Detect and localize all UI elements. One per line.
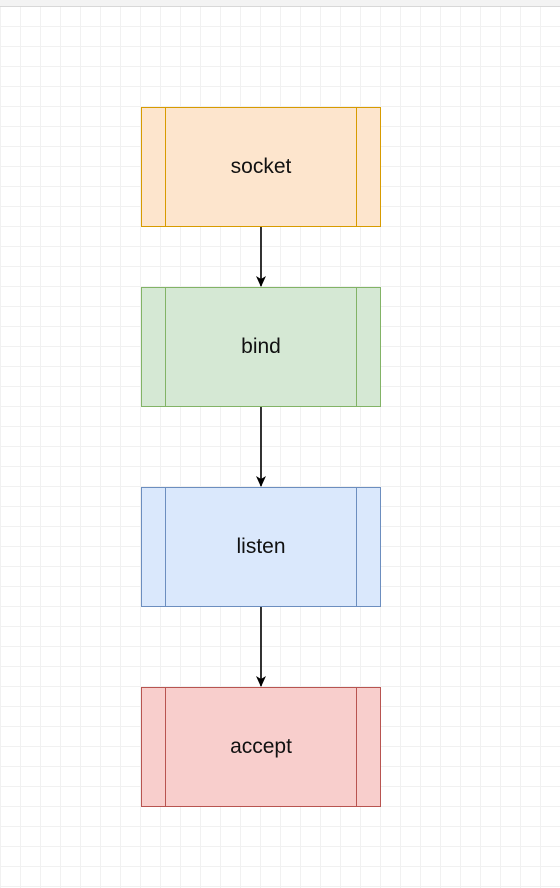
- process-bar-right: [356, 688, 357, 806]
- node-bind[interactable]: bind: [141, 287, 381, 407]
- process-bar-right: [356, 108, 357, 226]
- node-listen[interactable]: listen: [141, 487, 381, 607]
- process-bar-right: [356, 288, 357, 406]
- process-bar-left: [165, 108, 166, 226]
- node-label-accept: accept: [230, 735, 292, 758]
- node-label-bind: bind: [241, 335, 281, 358]
- process-bar-left: [165, 288, 166, 406]
- process-bar-left: [165, 688, 166, 806]
- process-bar-right: [356, 488, 357, 606]
- node-accept[interactable]: accept: [141, 687, 381, 807]
- node-label-listen: listen: [236, 535, 286, 558]
- canvas-top-border: [0, 0, 560, 7]
- node-label-socket: socket: [230, 155, 292, 178]
- process-bar-left: [165, 488, 166, 606]
- node-socket[interactable]: socket: [141, 107, 381, 227]
